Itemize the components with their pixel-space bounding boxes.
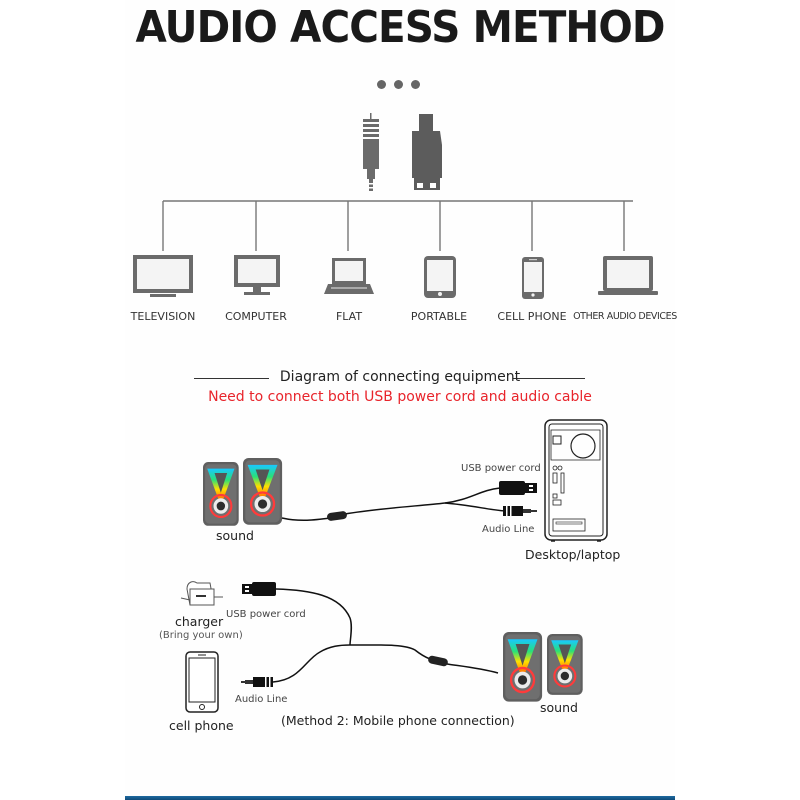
device-label-portable: PORTABLE — [410, 310, 468, 323]
method2-cable — [272, 588, 499, 683]
computer-monitor-icon — [234, 255, 280, 295]
audio-jack-method1-icon — [503, 506, 537, 516]
audio-jack-icon — [363, 113, 379, 191]
charger-note: (Bring your own) — [159, 630, 243, 641]
device-label-computer: COMPUTER — [225, 310, 287, 323]
connection-tree — [162, 200, 633, 251]
tablet-icon — [424, 256, 456, 298]
device-label-flat: FLAT — [335, 310, 363, 323]
method2-audio-label: Audio Line — [235, 694, 288, 705]
audio-jack-method2-icon — [241, 677, 273, 687]
method1-usb-label: USB power cord — [461, 463, 541, 474]
speaker-pair-icon — [201, 456, 284, 527]
bottom-accent-bar — [125, 796, 675, 800]
method2-speaker-label: sound — [540, 700, 578, 715]
cell-phone-method2-icon — [185, 651, 219, 713]
method2-phone-label: cell phone — [169, 718, 234, 733]
device-label-television: TELEVISION — [130, 310, 196, 323]
speaker-pair-2-icon — [501, 630, 584, 703]
method1-target-label: Desktop/laptop — [525, 547, 621, 562]
charger-label: charger — [175, 614, 224, 629]
method1-cable — [281, 487, 506, 522]
device-label-cell-phone: CELL PHONE — [497, 310, 567, 323]
inline-volume-control-2-icon — [428, 655, 448, 667]
laptop-icon — [324, 258, 374, 294]
usb-plug-icon — [412, 114, 442, 190]
method2-usb-label: USB power cord — [226, 609, 306, 620]
diagram-heading: Diagram of connecting equipment — [279, 369, 521, 385]
cell-phone-icon — [522, 257, 544, 299]
heading-rule-left — [194, 378, 269, 379]
desktop-tower-icon — [544, 419, 608, 542]
charger-icon — [180, 581, 223, 606]
device-label-other-audio-devices: OTHER AUDIO DEVICES — [573, 311, 677, 322]
inline-volume-control-icon — [327, 511, 347, 521]
method2-caption: (Method 2: Mobile phone connection) — [281, 713, 515, 728]
method1-audio-label: Audio Line — [482, 524, 535, 535]
heading-rule-right — [513, 378, 585, 379]
usb-plug-method1-icon — [499, 481, 537, 495]
other-device-laptop-icon — [598, 256, 658, 295]
connection-notice: Need to connect both USB power cord and … — [208, 389, 592, 405]
usb-plug-method2-icon — [242, 582, 276, 596]
page-title: AUDIO ACCESS METHOD — [135, 2, 665, 53]
television-icon — [133, 255, 193, 297]
method1-speaker-label: sound — [216, 528, 254, 543]
